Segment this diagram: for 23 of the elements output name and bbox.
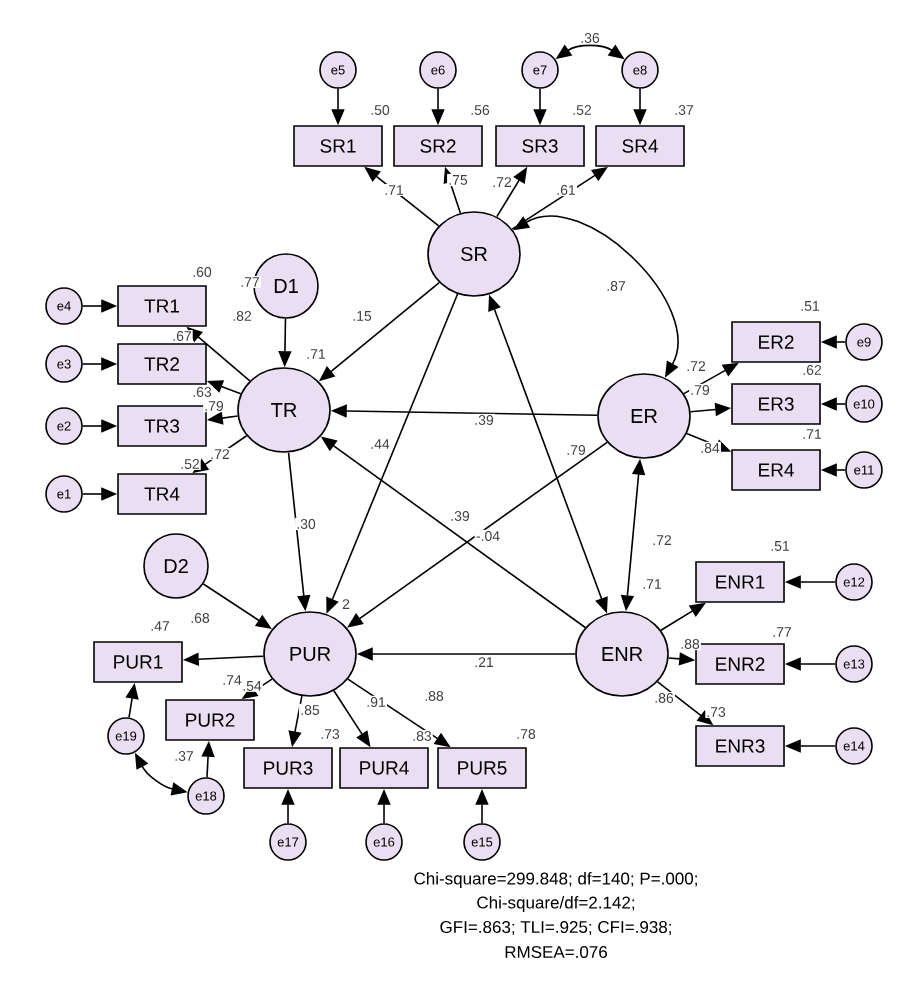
indicator-box: PUR5 (437, 747, 527, 789)
fit-statistics-text: Chi-square=299.848; df=140; P=.000; (414, 872, 697, 888)
indicator-box: PUR2 (165, 699, 255, 741)
indicator-box: TR2 (117, 343, 207, 385)
indicator-box: PUR3 (243, 747, 333, 789)
fit-statistics-text: GFI=.863; TLI=.925; CFI=.938; (440, 921, 671, 935)
indicator-box: ER4 (731, 449, 821, 491)
indicator-box: ENR1 (695, 561, 785, 603)
indicator-box: SR4 (595, 125, 685, 167)
indicator-box: TR1 (117, 285, 207, 327)
indicator-box: PUR4 (339, 747, 429, 789)
indicator-box: ENR3 (695, 725, 785, 767)
indicator-box: SR1 (293, 125, 383, 167)
indicator-box: SR3 (495, 125, 585, 167)
fit-statistics-text: Chi-square/df=2.142; (477, 896, 635, 912)
indicator-box: TR4 (117, 473, 207, 515)
path-arrow (347, 441, 608, 628)
indicator-box: SR2 (393, 125, 483, 167)
indicator-box: TR3 (117, 405, 207, 447)
indicator-box: ER2 (731, 321, 821, 363)
indicator-box: ER3 (731, 383, 821, 425)
fit-statistics-text: RMSEA=.076 (505, 946, 607, 958)
indicator-box: PUR1 (93, 641, 183, 683)
